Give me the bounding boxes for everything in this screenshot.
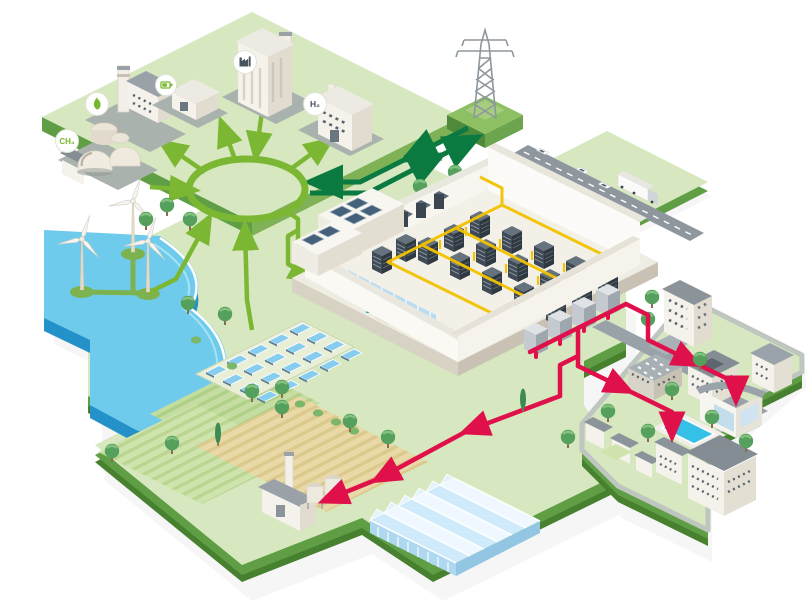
spoke-gas-plant xyxy=(156,138,207,174)
hydrogen-plant xyxy=(298,83,384,156)
heat-exchangers xyxy=(524,284,620,355)
rooftop-solar-panels xyxy=(329,197,383,225)
wind-feed-line xyxy=(146,212,213,296)
city-houses-southwest xyxy=(584,417,660,478)
flame-badge xyxy=(85,92,109,116)
greenhouse xyxy=(368,473,541,576)
wind-farm xyxy=(56,176,213,300)
h2-badge: H₂ xyxy=(303,92,327,116)
spoke-hydrogen xyxy=(290,136,336,170)
solar-farm xyxy=(194,320,363,404)
gas-power-plant xyxy=(85,65,186,152)
battery-icon xyxy=(160,81,173,89)
heat-pipe-pool xyxy=(575,363,636,394)
factory-badge xyxy=(233,50,257,74)
hub-ring xyxy=(185,155,309,223)
vehicles xyxy=(535,147,658,205)
biogas-plant xyxy=(58,140,158,190)
dc-front-walls xyxy=(305,236,640,362)
factory-icon xyxy=(239,56,251,67)
battery-badge xyxy=(155,74,177,96)
district-heat-network xyxy=(317,301,750,505)
pylon-lattice xyxy=(455,27,515,119)
battery-storage xyxy=(152,79,228,128)
flame-icon xyxy=(93,97,101,110)
city xyxy=(584,280,794,516)
truck xyxy=(617,171,658,205)
spoke-battery xyxy=(217,115,243,163)
heat-pipe-city xyxy=(623,301,704,367)
spoke-solar xyxy=(232,219,260,331)
ch4-label: CH₄ xyxy=(59,137,75,146)
city-building-residential-tall xyxy=(662,280,712,347)
spoke-waste-plant xyxy=(245,111,273,163)
dc-plant-rooms xyxy=(292,188,404,276)
data-center xyxy=(292,143,658,376)
ch4-badge: CH₄ xyxy=(55,129,79,153)
h2-label: H₂ xyxy=(310,99,320,109)
spoke-biogas xyxy=(149,174,201,202)
heat-pipe-west xyxy=(458,353,581,436)
farm-building xyxy=(258,451,342,531)
renewable-energy-hub xyxy=(149,111,336,331)
city-building-east xyxy=(750,343,794,393)
rooftop-solar-panels xyxy=(301,225,341,246)
spoke-datacenter-b xyxy=(285,228,320,283)
city-houses-south xyxy=(654,435,758,516)
